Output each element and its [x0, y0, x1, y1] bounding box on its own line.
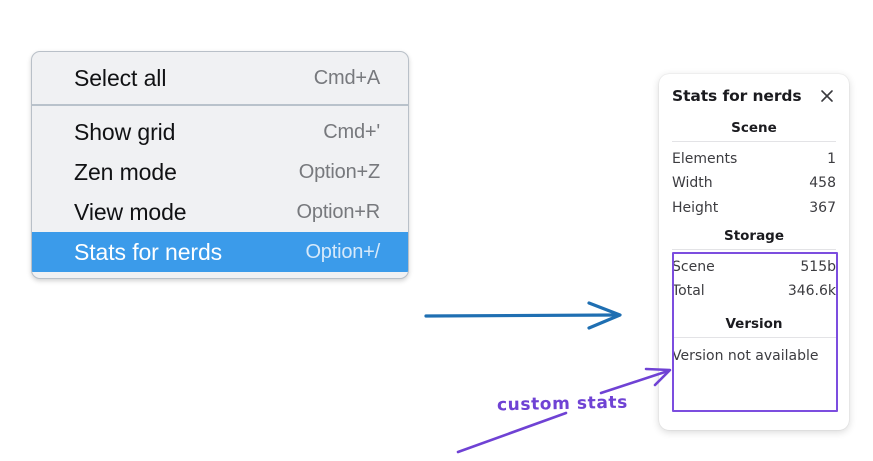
stat-key: Height — [672, 199, 719, 216]
menu-item-label: Select all — [74, 64, 167, 91]
stat-key: Width — [672, 175, 713, 192]
menu-item-label: Show grid — [74, 118, 176, 145]
close-icon[interactable] — [818, 87, 836, 105]
purple-underline-stroke — [456, 411, 568, 454]
section-divider — [672, 141, 836, 142]
menu-group-1: Select all Cmd+A — [32, 52, 408, 104]
menu-item-label: Zen mode — [74, 158, 177, 185]
stat-value: 515b — [800, 258, 836, 275]
stats-for-nerds-panel: Stats for nerds Scene Elements 1 Width 4… — [659, 74, 849, 430]
section-divider — [672, 337, 836, 339]
stats-panel-title: Stats for nerds — [672, 87, 802, 105]
stat-key: Total — [672, 283, 705, 300]
stat-row: Width 458 — [672, 171, 836, 195]
stat-key: Elements — [672, 151, 738, 167]
version-note: Version not available — [672, 348, 819, 365]
stat-row: Scene 515b — [672, 255, 836, 279]
stats-section-scene: Scene Elements 1 Width 458 Height 367 — [672, 119, 836, 220]
stats-section-version: Version Version not available — [672, 315, 836, 366]
context-menu[interactable]: Select all Cmd+A Show grid Cmd+' Zen mod… — [31, 51, 409, 279]
stat-value: 1 — [827, 151, 836, 167]
menu-item-shortcut: Option+R — [296, 200, 381, 223]
stat-row: Total 346.6k — [672, 279, 836, 303]
menu-group-2: Show grid Cmd+' Zen mode Option+Z View m… — [32, 106, 408, 278]
stat-value: 346.6k — [787, 283, 836, 300]
menu-item-shortcut: Cmd+' — [323, 120, 380, 143]
menu-item-view-mode[interactable]: View mode Option+R — [32, 192, 408, 232]
menu-item-shortcut: Option+/ — [305, 240, 380, 263]
section-title: Storage — [723, 227, 785, 244]
stats-panel-header: Stats for nerds — [672, 87, 836, 105]
menu-item-zen-mode[interactable]: Zen mode Option+Z — [32, 152, 408, 192]
menu-item-show-grid[interactable]: Show grid Cmd+' — [32, 112, 408, 152]
stats-section-storage: Storage Scene 515b Total 346.6k — [672, 227, 836, 304]
stat-row: Elements 1 — [672, 147, 836, 171]
blue-arrow — [424, 301, 622, 330]
menu-item-stats-for-nerds[interactable]: Stats for nerds Option+/ — [32, 232, 408, 272]
section-title: Version — [725, 316, 783, 333]
stat-value: 367 — [809, 199, 836, 216]
section-title: Scene — [731, 120, 777, 136]
stat-key: Scene — [672, 258, 715, 275]
custom-stats-annotation-label: custom stats — [496, 392, 629, 416]
menu-item-label: Stats for nerds — [74, 238, 223, 265]
section-divider — [672, 248, 836, 250]
menu-item-shortcut: Option+Z — [298, 160, 380, 183]
menu-separator — [32, 104, 408, 106]
stat-row: Height 367 — [672, 196, 836, 220]
menu-item-select-all[interactable]: Select all Cmd+A — [32, 58, 408, 98]
stat-value: 458 — [809, 175, 836, 192]
menu-item-shortcut: Cmd+A — [313, 66, 380, 89]
menu-item-label: View mode — [74, 198, 187, 225]
